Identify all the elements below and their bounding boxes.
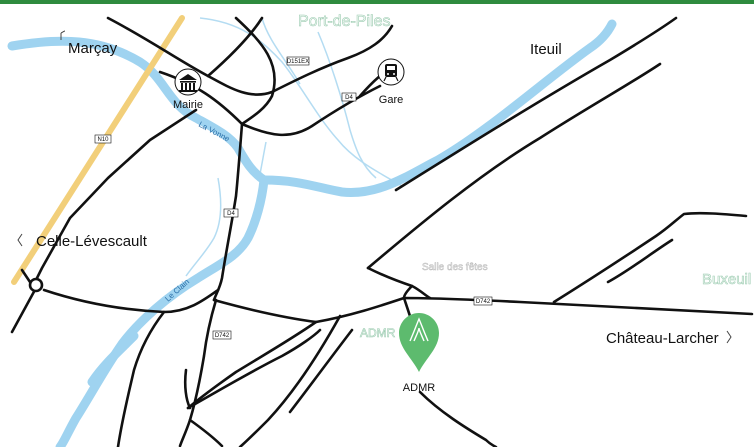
svg-text:D4: D4 <box>345 95 353 101</box>
train-icon <box>383 64 399 82</box>
svg-text:Marçay: Marçay <box>68 40 118 57</box>
town-hall-icon <box>179 74 197 92</box>
chevron-left-icon <box>60 30 66 40</box>
label-buxeuil: Buxeuil <box>702 271 751 288</box>
chevron-right-icon <box>726 330 732 344</box>
poi-mairie[interactable]: Mairie <box>173 68 203 111</box>
highway-n10 <box>11 15 185 285</box>
road-tag-d742-west: D742 <box>212 330 232 340</box>
chevron-left-icon <box>17 233 23 247</box>
river-sw-branch <box>87 331 139 387</box>
road-tag-d742-east: D742 <box>473 296 493 306</box>
admr-logo-icon <box>409 317 429 342</box>
rivers <box>7 19 617 447</box>
place-iteuil[interactable]: Iteuil <box>530 41 562 58</box>
top-bar <box>0 0 754 4</box>
svg-text:ADMR: ADMR <box>403 382 435 394</box>
roundabout <box>28 277 44 293</box>
label-admr-faint: ADMR <box>360 326 396 340</box>
map-marker-icon <box>399 313 439 372</box>
river-main <box>259 19 617 197</box>
svg-text:D4: D4 <box>227 211 235 217</box>
svg-text:D151EX: D151EX <box>287 59 309 65</box>
road-tag-d4-center: D4 <box>223 208 239 218</box>
svg-text:Celle-Lévescault: Celle-Lévescault <box>36 233 148 250</box>
place-celle-levescault[interactable]: Celle-Lévescault <box>17 233 148 250</box>
svg-text:Château-Larcher: Château-Larcher <box>606 330 719 347</box>
svg-text:Gare: Gare <box>379 94 403 106</box>
svg-text:D742: D742 <box>215 333 230 339</box>
place-marcay[interactable]: Marçay <box>60 30 118 57</box>
label-salle-des-fetes: Salle des fêtes <box>422 262 488 273</box>
minor-streams <box>185 17 403 277</box>
svg-text:D742: D742 <box>476 299 491 305</box>
svg-text:Iteuil: Iteuil <box>530 41 562 58</box>
road-tag-d4-north: D4 <box>341 92 357 102</box>
road-tag-n10: N10 <box>94 134 112 144</box>
label-port-de-piles: Port-de-Piles <box>298 13 390 30</box>
poi-gare[interactable]: Gare <box>377 58 405 106</box>
poi-admr[interactable]: ADMR <box>399 313 439 394</box>
place-chateau-larcher[interactable]: Château-Larcher <box>606 330 732 347</box>
svg-text:N10: N10 <box>97 137 109 143</box>
river-vonne <box>7 36 269 185</box>
road-tag-d151ex: D151EX <box>286 56 310 66</box>
river-label-clain: Le Clain <box>163 277 191 303</box>
svg-text:Mairie: Mairie <box>173 99 203 111</box>
